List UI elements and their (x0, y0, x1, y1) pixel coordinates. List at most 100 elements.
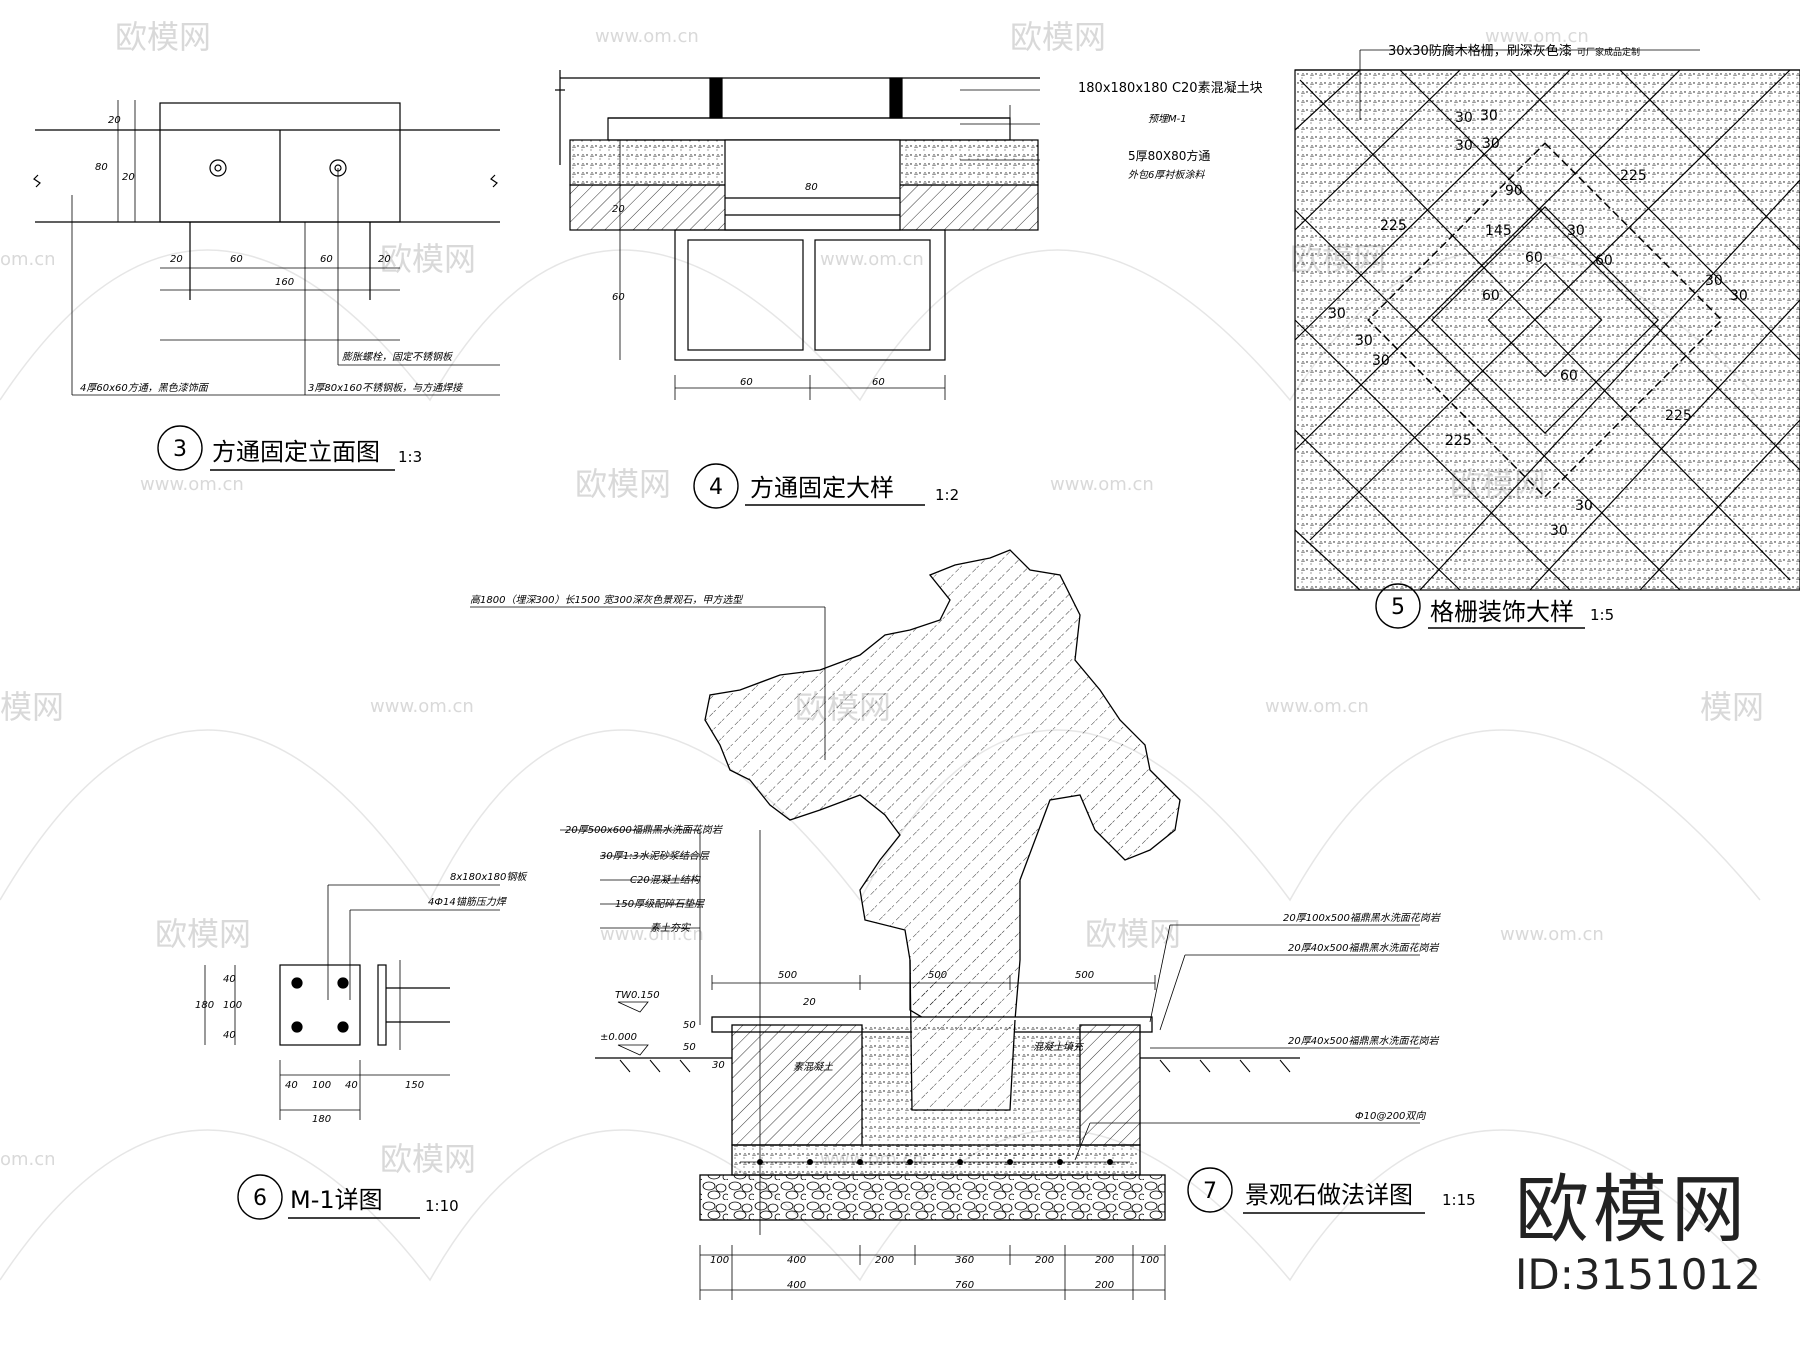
note-label: 5厚80X80方通 (1128, 148, 1210, 163)
dim-label: 30 (1567, 223, 1585, 239)
layer-label: C20混凝土结构 (630, 874, 702, 886)
dim-label: 225 (1380, 218, 1407, 234)
note-label: 20厚40x500福鼎黑水洗面花岗岩 (1288, 942, 1439, 954)
dim-label: 360 (955, 1255, 974, 1266)
dim-label: 500 (1075, 970, 1094, 981)
detail-number: 6 (253, 1186, 267, 1211)
note-label: 20厚40x500福鼎黑水洗面花岗岩 (1288, 1035, 1439, 1047)
dim-label: 30 (1482, 136, 1500, 152)
detail-title: 方通固定大样 (750, 474, 894, 502)
dim-label: 30 (1372, 353, 1390, 369)
watermark-logo: 欧模网 (115, 18, 211, 56)
dim-label: 30 (712, 1060, 725, 1071)
note-label: 8x180x180钢板 (450, 871, 528, 883)
note-label: 4Ф14锚筋压力焊 (428, 896, 508, 908)
watermark-site: om.cn (0, 249, 56, 270)
detail-scale: 1:3 (398, 448, 422, 466)
dim-label: 60 (1482, 288, 1500, 304)
dim-label: 30 (1550, 523, 1568, 539)
watermark-site: www.om.cn (370, 696, 474, 717)
detail-7-title: 7 景观石做法详图 1:15 (1187, 1167, 1476, 1214)
dim-label: 760 (955, 1280, 974, 1291)
detail-number: 4 (709, 475, 723, 500)
dim-label: 400 (787, 1255, 806, 1266)
detail-5-grille (1294, 49, 1800, 591)
dim-label: 100 (710, 1255, 729, 1266)
dim-label: 30 (1455, 110, 1473, 126)
watermark-logo: 欧模网 (380, 1140, 476, 1178)
dim-label: 30 (1575, 498, 1593, 514)
watermark-logo: 欧模网 (1010, 18, 1106, 56)
dim-label: 60 (612, 292, 625, 303)
dim-label: 40 (223, 1030, 236, 1041)
detail-7-leaders (470, 606, 1420, 1300)
dim-label: 30 (1480, 108, 1498, 124)
dim-label: 80 (95, 162, 108, 173)
dim-label: 60 (1595, 253, 1613, 269)
detail-scale: 1:2 (935, 486, 959, 504)
dim-label: 20 (108, 115, 121, 126)
watermark-logo: 模网 (0, 688, 64, 726)
dim-label: 60 (230, 254, 243, 265)
detail-title: 格栅装饰大样 (1430, 598, 1574, 626)
dim-label: 40 (223, 974, 236, 985)
detail-7-labels: 高1800（埋深300）长1500 宽300深灰色景观石，甲方选型 20厚500… (470, 594, 1441, 1291)
dim-label: 100 (312, 1080, 331, 1091)
detail-4-title: 4 方通固定大样 1:2 (693, 463, 959, 509)
detail-3-elevation (33, 100, 500, 396)
dim-label: 60 (872, 377, 885, 388)
dim-label: 100 (223, 1000, 242, 1011)
dim-label: 180 (195, 1000, 214, 1011)
detail-6-plate (204, 884, 500, 1120)
dim-label: 30 (1328, 306, 1346, 322)
dim-label: 30 (1455, 138, 1473, 154)
dim-label: 225 (1445, 433, 1472, 449)
dim-label: 60 (320, 254, 333, 265)
note-label: 3厚80x160不锈钢板，与方通焊接 (308, 382, 464, 394)
dim-label: 50 (683, 1042, 696, 1053)
detail-number: 7 (1203, 1179, 1217, 1204)
dim-label: 50 (683, 1020, 696, 1031)
dim-label: 200 (875, 1255, 894, 1266)
dim-label: 30 (1705, 273, 1723, 289)
dim-label: 500 (928, 970, 947, 981)
detail-4-labels: 80 20 60 60 60 180x180x180 C20素混凝土块 预埋M-… (612, 80, 1263, 388)
inner-label: 素混凝土 (793, 1061, 834, 1073)
dim-label: 500 (778, 970, 797, 981)
dim-label: 145 (1485, 223, 1512, 239)
watermark-site: www.om.cn (595, 26, 699, 47)
detail-number: 3 (173, 437, 187, 462)
watermark-logo: 欧模网 (1085, 915, 1181, 953)
dim-label: 40 (345, 1080, 358, 1091)
detail-scale: 1:5 (1590, 606, 1614, 624)
detail-number: 5 (1391, 595, 1405, 620)
inner-label: 混凝土填充 (1033, 1041, 1085, 1053)
dim-label: 180 (312, 1114, 331, 1125)
dim-label: 160 (275, 277, 294, 288)
detail-scale: 1:15 (1442, 1191, 1476, 1209)
watermark-site: www.om.cn (1265, 696, 1369, 717)
note-label: 外包6厚衬板涂料 (1128, 169, 1205, 181)
brand-watermark: 欧模网 ID:3151012 (1515, 1170, 1761, 1300)
dim-label: 200 (1035, 1255, 1054, 1266)
watermark-logo: 欧模网 (575, 465, 671, 503)
detail-3-title: 3 方通固定立面图 1:3 (157, 425, 422, 471)
level-label: TW0.150 (615, 990, 660, 1001)
watermark-site: www.om.cn (1500, 924, 1604, 945)
detail-title: 方通固定立面图 (212, 438, 380, 466)
dim-label: 20 (122, 172, 135, 183)
layer-label: 素土夯实 (650, 922, 691, 934)
watermark-logo: 欧模网 (380, 240, 476, 278)
detail-6-title: 6 M-1详图 1:10 (237, 1174, 459, 1220)
watermark-site: www.om.cn (820, 249, 924, 270)
dim-label: 400 (787, 1280, 806, 1291)
note-label: 预埋M-1 (1148, 113, 1187, 125)
dim-label: 200 (1095, 1255, 1114, 1266)
detail-3-dims: 20 60 60 20 160 20 80 20 4厚60x60方通，黑色漆饰面… (80, 115, 464, 394)
watermark-site: www.om.cn (600, 924, 704, 945)
note-label: 膨胀螺栓，固定不锈钢板 (342, 351, 454, 363)
detail-6-labels: 40 100 40 180 40 100 40 180 150 8x180x18… (195, 871, 528, 1125)
watermark-site: www.om.cn (1485, 26, 1589, 47)
brand-name: 欧模网 (1515, 1167, 1749, 1253)
